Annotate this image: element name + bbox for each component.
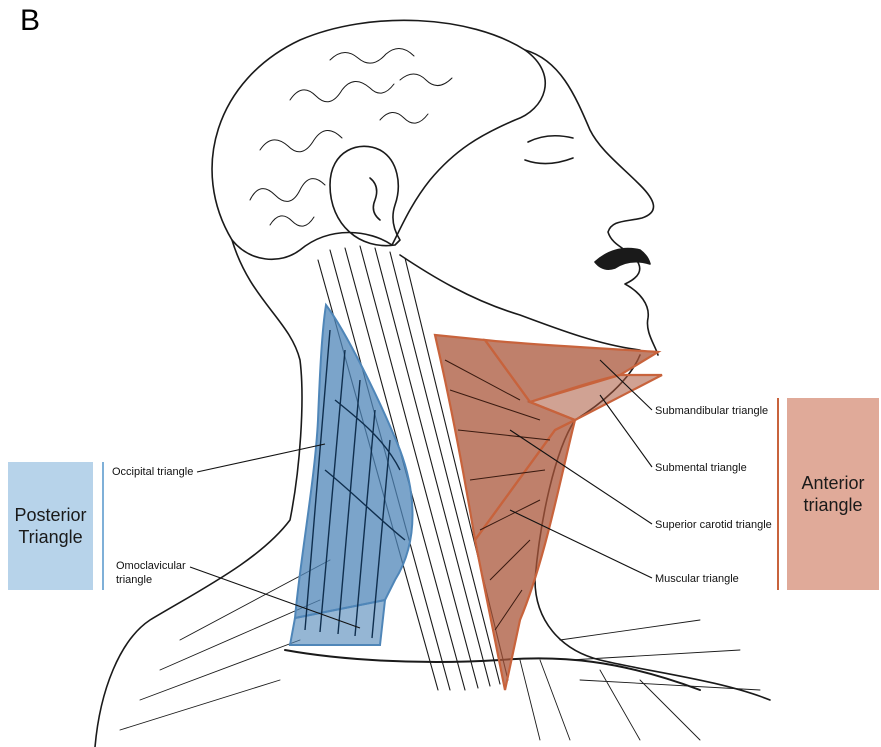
panel-letter: B [20,6,40,36]
posterior-triangle-label: Posterior Triangle [14,504,86,549]
superior-carotid-triangle-label: Superior carotid triangle [655,519,772,533]
occipital-leader [197,444,325,472]
ear [330,146,400,245]
hair-outline [212,20,545,259]
nape-outline [95,240,302,747]
anterior-triangle-region [435,335,662,690]
hair-curls [250,48,452,226]
eye-closed [525,136,573,164]
posterior-triangle-region [290,305,413,645]
occipital-triangle-label: Occipital triangle [112,466,193,480]
mustache [595,249,650,270]
anterior-bracket [777,398,779,590]
submental-triangle-label: Submental triangle [655,462,747,476]
anterior-triangle-box: Anterior triangle [787,398,879,590]
submental-leader [600,395,652,467]
muscular-triangle-label: Muscular triangle [655,573,739,587]
submandibular-triangle-label: Submandibular triangle [655,405,768,419]
anterior-triangle-label: Anterior triangle [801,472,864,517]
omoclavicular-triangle-label: Omoclavicular triangle [116,560,186,588]
face-profile [525,50,658,355]
neck-muscle-strands [120,560,760,740]
posterior-triangle-box: Posterior Triangle [8,462,93,590]
posterior-bracket [102,462,104,590]
